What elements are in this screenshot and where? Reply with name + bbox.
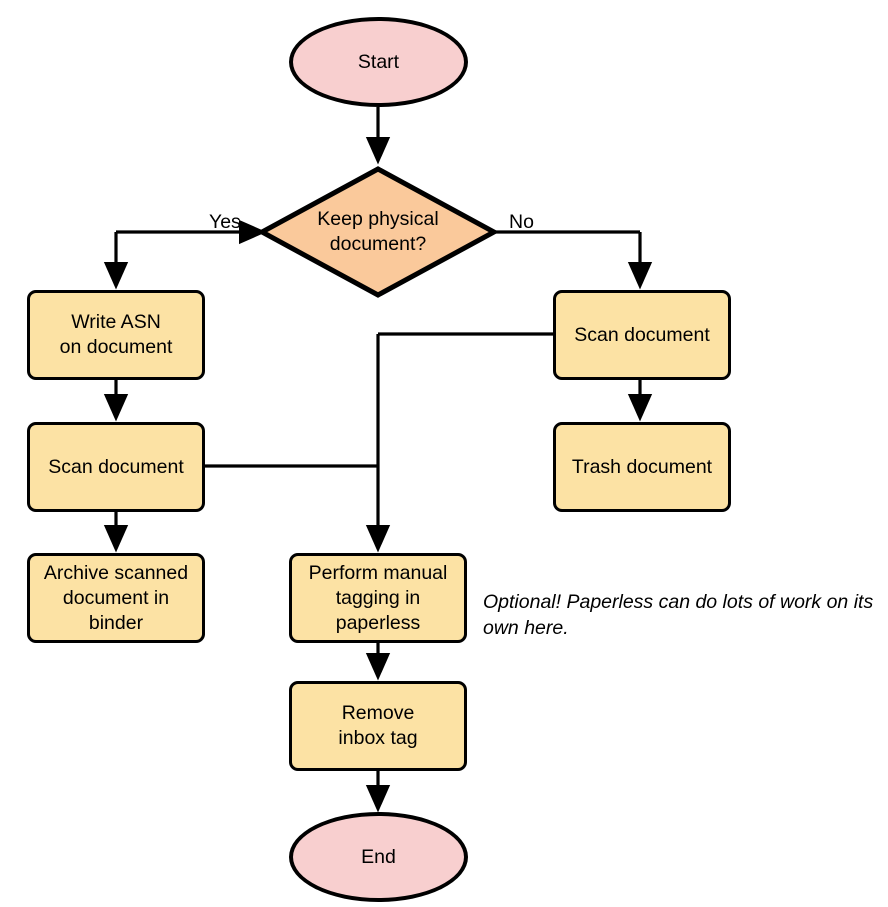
node-start[interactable]: Start xyxy=(289,17,468,107)
node-trash-document[interactable]: Trash document xyxy=(553,422,731,512)
decision-diamond-shape xyxy=(258,166,498,298)
node-remove-inbox-label: Remove inbox tag xyxy=(338,702,418,749)
edge-label-no: No xyxy=(509,211,534,233)
node-remove-inbox-tag[interactable]: Remove inbox tag xyxy=(289,681,467,771)
node-perform-manual-tagging-in-paperless[interactable]: Perform manual tagging in paperless xyxy=(289,553,467,643)
node-scan-document-right-label: Scan document xyxy=(574,323,710,346)
node-end[interactable]: End xyxy=(289,812,468,902)
node-write-asn-label: Write ASN on document xyxy=(59,311,173,358)
node-scan-document-left-label: Scan document xyxy=(48,455,184,478)
node-scan-document-left[interactable]: Scan document xyxy=(27,422,205,512)
node-tagging-label: Perform manual tagging in paperless xyxy=(308,561,448,634)
node-archive-label: Archive scanned document in binder xyxy=(43,561,189,634)
edge-label-yes: Yes xyxy=(209,211,241,233)
node-end-label: End xyxy=(361,845,396,868)
node-archive-scanned-document-in-binder[interactable]: Archive scanned document in binder xyxy=(27,553,205,643)
annotation-optional-note: Optional! Paperless can do lots of work … xyxy=(483,591,874,639)
node-trash-document-label: Trash document xyxy=(571,455,713,478)
node-scan-document-right[interactable]: Scan document xyxy=(553,290,731,380)
node-start-label: Start xyxy=(357,50,400,73)
node-decision-label: Keep physical document? xyxy=(317,208,439,255)
node-write-asn-on-document[interactable]: Write ASN on document xyxy=(27,290,205,380)
node-decision-keep-physical-document[interactable]: Keep physical document? xyxy=(278,189,478,275)
